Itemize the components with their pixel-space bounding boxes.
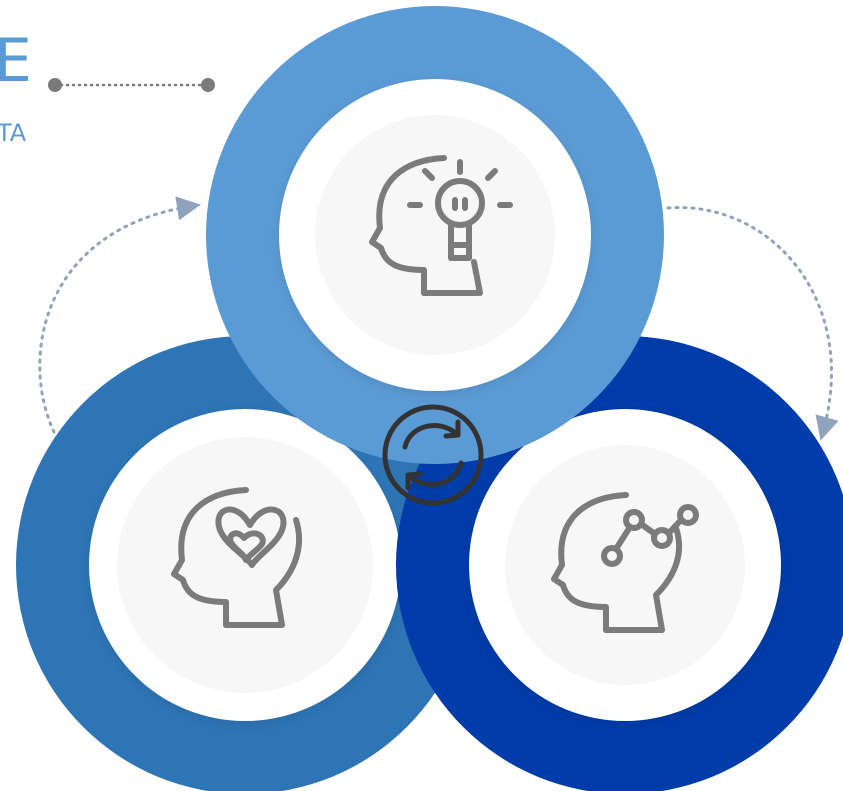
- head-network-icon: [551, 492, 699, 633]
- dotted-arrow-right: [666, 206, 839, 441]
- dotted-connector-line: [48, 78, 215, 92]
- heading-fragment: E: [0, 26, 32, 96]
- head-lightbulb-icon: [369, 155, 513, 296]
- node-top[interactable]: [206, 6, 664, 464]
- node-left[interactable]: [16, 336, 474, 791]
- head-heart-icon: [171, 487, 303, 628]
- subheading-fragment: TA: [0, 119, 27, 147]
- refresh-cycle-icon: [382, 404, 484, 506]
- dotted-arrow-left: [38, 196, 201, 434]
